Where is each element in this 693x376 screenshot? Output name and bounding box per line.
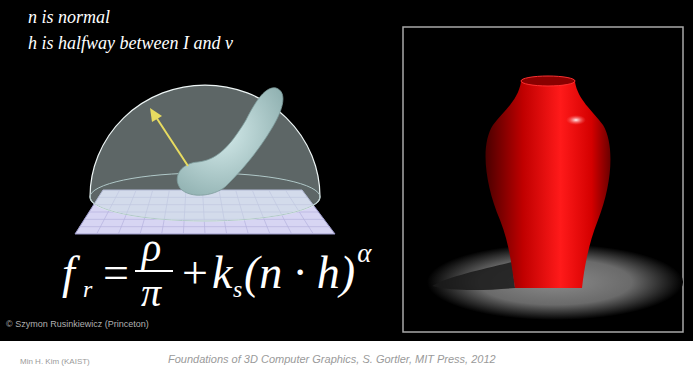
brdf-lobe [177,88,283,195]
vase [486,82,611,288]
arrowhead [150,108,162,122]
grid-line [80,226,330,227]
hemisphere [90,85,320,221]
formula-symbol: f [62,250,75,296]
footer-author: Min H. Kim (KAIST) [20,358,90,366]
normal-arrow [154,114,188,166]
formula-subscript: s [233,277,242,301]
vase-shadow [432,262,515,290]
formula-subscript: r [83,277,92,301]
vase-rim [521,76,575,86]
note-text: h is halfway between I and v [28,34,233,52]
render-panel [403,27,683,332]
formula-symbol: (n · h) [244,250,355,296]
specular-highlight [566,115,586,125]
formula-operator: = [103,250,129,296]
copyright-note: © Szymon Rusinkiewicz (Princeton) [6,320,149,329]
formula-symbol: ρ [142,228,161,268]
formula-operator: + [182,250,208,296]
formula-symbol: π [141,273,161,313]
footer-reference: Foundations of 3D Computer Graphics, S. … [168,354,496,365]
formula-superscript: α [357,240,371,267]
fraction-bar [135,270,173,272]
note-text: n is normal [28,8,110,26]
formula-symbol: k [212,250,232,296]
slide-background [0,0,693,341]
